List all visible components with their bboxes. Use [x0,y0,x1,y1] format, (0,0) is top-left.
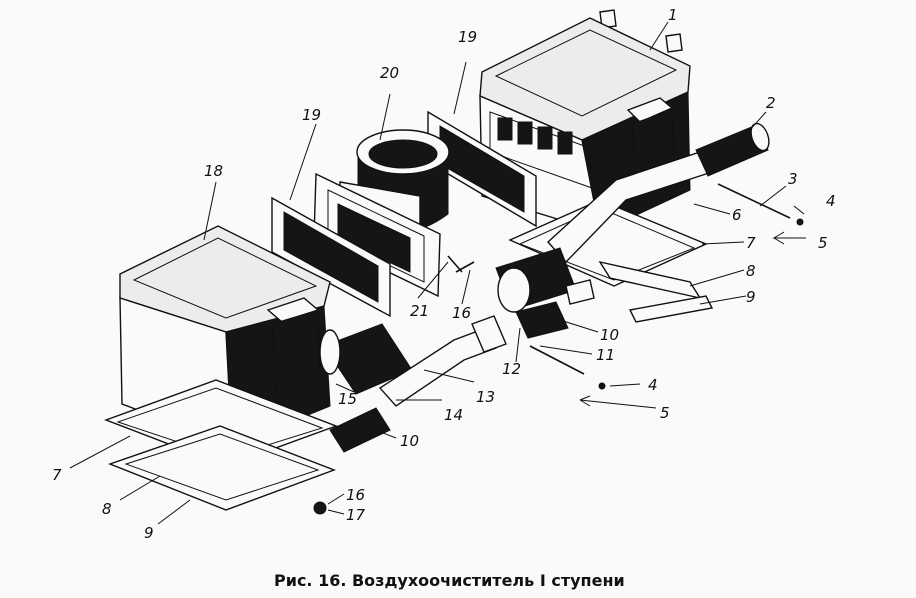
label-13: 13 [476,388,495,406]
right-lower-pan [508,199,714,323]
label-3: 3 [788,170,798,188]
intake-pipe-upper [547,122,770,264]
label-18: 18 [204,162,223,180]
fasteners [447,183,804,390]
label-4b: 4 [648,376,658,394]
label-20: 20 [380,64,399,82]
label-5a: 5 [818,234,828,252]
label-14: 14 [444,406,463,424]
left-lower-pan [103,379,339,515]
label-2: 2 [766,94,776,112]
label-4a: 4 [826,192,836,210]
label-8a: 8 [746,262,756,280]
label-21: 21 [410,302,429,320]
label-9b: 9 [144,524,154,542]
label-19b: 19 [302,106,321,124]
label-1: 1 [668,6,678,24]
label-7a: 7 [746,234,756,252]
label-8b: 8 [102,500,112,518]
label-5b: 5 [660,404,670,422]
label-15: 15 [338,390,357,408]
label-10b: 10 [400,432,419,450]
label-16b: 16 [346,486,365,504]
left-duct-assembly [319,315,507,453]
gasket-19-left [271,196,391,318]
label-10a: 10 [600,326,619,344]
label-19a: 19 [458,28,477,46]
label-17: 17 [346,506,366,524]
label-16a: 16 [452,304,471,322]
label-12: 12 [502,360,521,378]
label-6: 6 [732,206,742,224]
right-elbow-clamps [495,247,595,339]
flange-adapter [313,172,441,298]
figure-caption: Рис. 16. Воздухоочиститель I ступени [274,571,625,590]
label-9a: 9 [746,288,756,306]
leader-lines [69,21,806,525]
label-11: 11 [596,346,615,364]
label-7b: 7 [52,466,62,484]
part-number-labels: 1 2 3 4 5 6 7 8 9 19 20 19 18 21 16 10 1… [52,6,836,542]
